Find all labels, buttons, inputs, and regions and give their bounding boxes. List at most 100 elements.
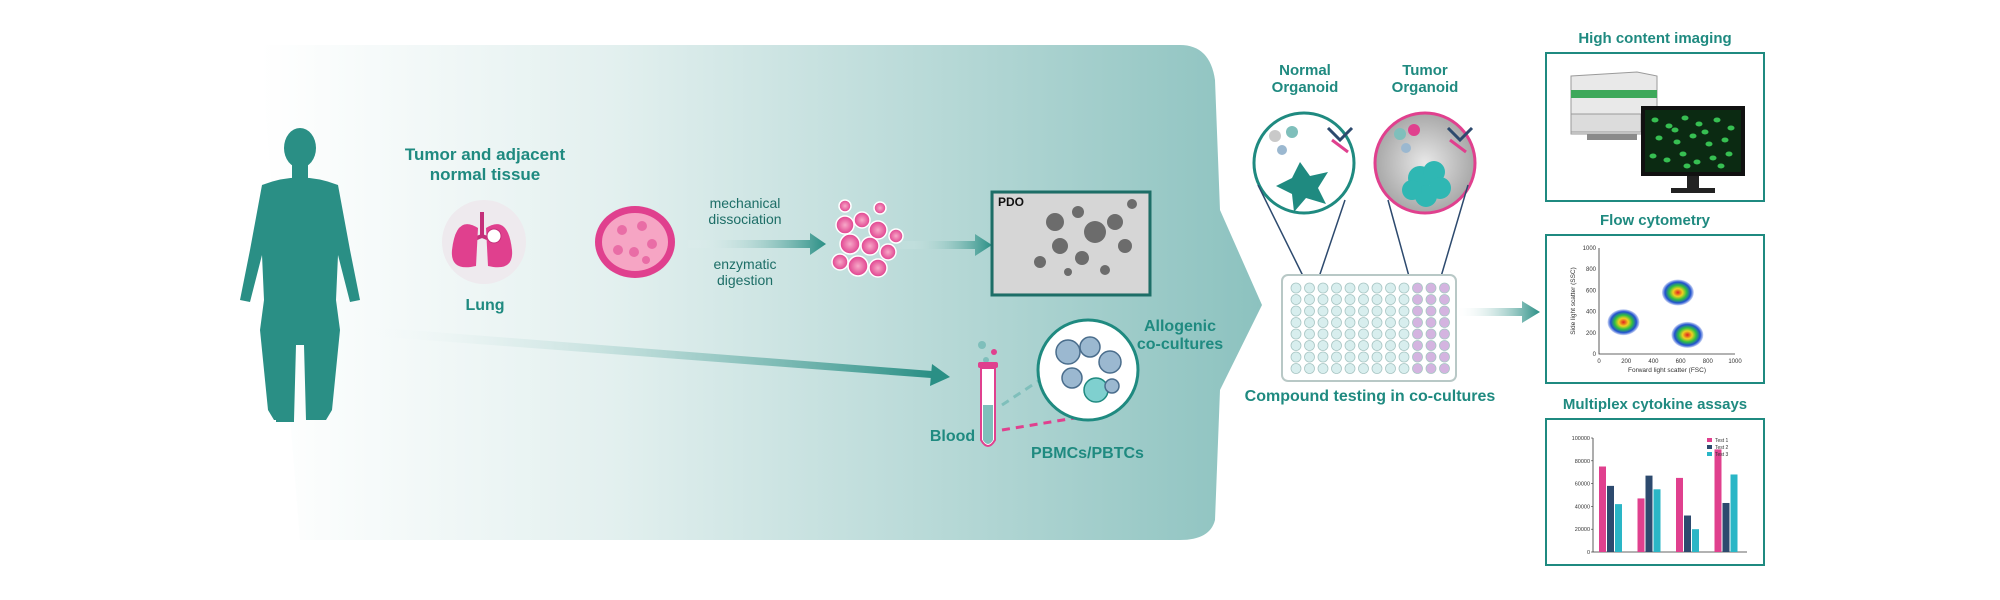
plate-well: [1371, 363, 1383, 374]
dashed-link-teal: [1001, 368, 1056, 407]
tumor-organoid-line1: Tumor: [1402, 62, 1448, 79]
nucleus-mark: [1655, 135, 1663, 141]
flow-x-tick: 600: [1676, 359, 1687, 365]
blood-tube-icon: [978, 341, 998, 447]
plate-well: [1290, 317, 1302, 328]
coculture-circle-icon: [1036, 318, 1140, 422]
plate-well: [1358, 340, 1369, 351]
normal-organoid-line1: Normal: [1279, 62, 1331, 79]
plate-well: [1344, 340, 1356, 351]
bar: [1615, 504, 1622, 552]
legend-swatch: [1707, 452, 1712, 456]
plate-well: [1398, 282, 1410, 294]
flow-population: [1661, 279, 1694, 306]
plate-well: [1398, 340, 1410, 351]
plate-well: [1439, 294, 1450, 305]
normal-organoid-label: Normal Organoid: [1255, 62, 1355, 97]
plate-well: [1344, 363, 1356, 374]
arrow-to-pdo: [895, 234, 992, 256]
plate-well: [1358, 317, 1369, 328]
mechanical-line1: mechanical: [709, 195, 781, 211]
arrow-dissociation: [685, 233, 826, 255]
plate-well: [1439, 282, 1450, 294]
plate-well: [1358, 363, 1369, 374]
plate-well: [1290, 363, 1302, 374]
flow-y-tick: 200: [1586, 331, 1597, 337]
plate-well: [1304, 363, 1315, 374]
plate-well: [1439, 305, 1450, 317]
plate-well: [1290, 294, 1302, 305]
nucleus-mark: [1671, 127, 1679, 133]
bar-y-tick: 40000: [1575, 504, 1590, 510]
plate-well: [1344, 305, 1356, 317]
nucleus-mark: [1717, 163, 1725, 169]
flow-y-label: Side light scatter (SSC): [1570, 267, 1577, 335]
flow-y-tick: 800: [1586, 267, 1597, 273]
plate-well: [1290, 282, 1302, 294]
nucleus-mark: [1649, 153, 1657, 159]
plate-well: [1412, 294, 1423, 305]
plate-well: [1358, 294, 1369, 305]
plate-well: [1385, 305, 1396, 317]
mechanical-line2: dissociation: [708, 211, 782, 228]
plate-well: [1304, 328, 1315, 340]
plate-well: [1425, 363, 1437, 374]
plate-well: [1412, 317, 1423, 328]
bar: [1722, 502, 1730, 552]
plate-well: [1385, 363, 1396, 374]
nucleus-mark: [1663, 157, 1671, 163]
enzymatic-line2: digestion: [716, 272, 774, 289]
flow-x-label: Forward light scatter (FSC): [1628, 367, 1706, 374]
legend-swatch: [1707, 445, 1712, 449]
bar-y-tick: 60000: [1575, 482, 1590, 488]
nucleus-mark: [1713, 117, 1721, 123]
tumor-organoid-label: Tumor Organoid: [1375, 62, 1475, 97]
bar: [1714, 449, 1722, 552]
plate-well: [1439, 340, 1450, 351]
enzymatic-line1: enzymatic: [713, 256, 777, 272]
plate-well: [1331, 317, 1342, 328]
cytokine-title: Multiplex cytokine assays: [1562, 396, 1748, 413]
plate-well: [1331, 351, 1342, 363]
plate-well: [1344, 328, 1356, 340]
plate-well: [1385, 340, 1396, 351]
plate-well: [1304, 305, 1315, 317]
nucleus-mark: [1701, 129, 1709, 135]
bar: [1730, 474, 1738, 552]
bar: [1676, 477, 1683, 552]
plate-well: [1398, 351, 1410, 363]
dashed-link-pink: [1001, 416, 1076, 432]
plate-well: [1331, 328, 1342, 340]
pdo-micrograph: [990, 190, 1152, 297]
legend-label: Test 3: [1715, 452, 1729, 458]
pdo-label: PDO: [998, 195, 1025, 209]
plate-well: [1358, 282, 1369, 294]
bar-y-tick: 100000: [1572, 436, 1590, 442]
flow-x-tick: 800: [1703, 359, 1714, 365]
flow-y-tick: 0: [1593, 352, 1597, 358]
tumor-organoid-zoom: [1373, 111, 1477, 215]
plate-well: [1344, 317, 1356, 328]
tissue-cells-icon: [595, 206, 675, 278]
plate-well: [1317, 282, 1329, 294]
legend-label: Test 1: [1715, 438, 1729, 444]
plate-well: [1412, 282, 1423, 294]
plate-well: [1371, 282, 1383, 294]
plate-well: [1398, 294, 1410, 305]
flow-x-tick: 0: [1597, 359, 1601, 365]
plate-well: [1412, 340, 1423, 351]
compound-testing-label: Compound testing in co-cultures: [1244, 388, 1496, 405]
plate-well: [1425, 317, 1437, 328]
flow-population: [1671, 321, 1704, 348]
plate-well: [1304, 340, 1315, 351]
plate-well: [1317, 317, 1329, 328]
plate-well: [1398, 363, 1410, 374]
nucleus-mark: [1673, 139, 1681, 145]
plate-well: [1304, 294, 1315, 305]
flow-population: [1607, 309, 1640, 336]
arrow-to-readouts: [1455, 301, 1540, 323]
nucleus-mark: [1709, 155, 1717, 161]
flow-x-tick: 400: [1648, 359, 1659, 365]
plate-well: [1317, 351, 1329, 363]
